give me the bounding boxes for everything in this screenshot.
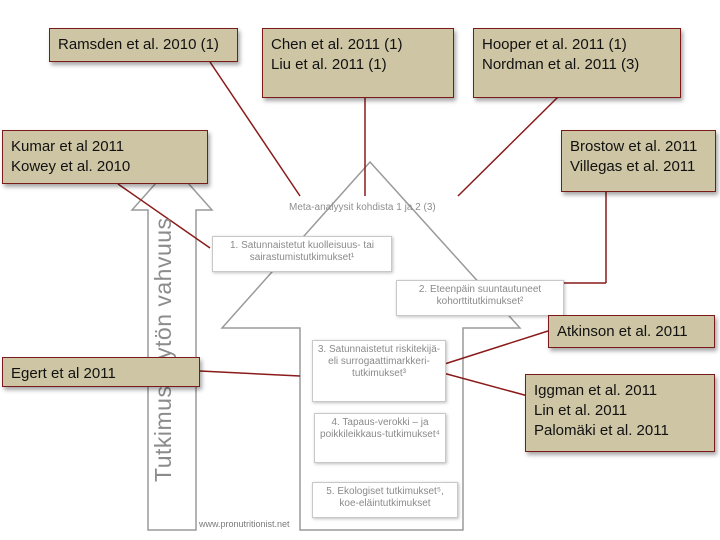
callout-line: Egert et al 2011 — [11, 365, 116, 382]
callout-line: Brostow et al. 2011 — [570, 138, 698, 155]
evidence-strength-axis-label: Tutkimusnäytön vahvuus — [150, 217, 176, 482]
callout-chen-liu: Chen et al. 2011 (1) Liu et al. 2011 (1) — [262, 28, 454, 98]
connector-atkinson — [431, 330, 549, 369]
callout-line: Kumar et al 2011 — [11, 138, 125, 155]
callout-iggman-lin-palomaki: Iggman et al. 2011 Lin et al. 2011 Palom… — [525, 374, 715, 452]
level-3-text: 3. Satunnaistetut riskitekijä- eli surro… — [317, 344, 441, 379]
callout-line: Kowey et al. 2010 — [11, 158, 131, 175]
level-5-box: 5. Ekologiset tutkimukset⁵, koe-eläintut… — [312, 482, 458, 518]
callout-ramsden: Ramsden et al. 2010 (1) — [49, 28, 238, 62]
callout-line: Liu et al. 2011 (1) — [271, 56, 387, 73]
callout-line: Ramsden et al. 2010 (1) — [58, 36, 219, 53]
callout-line: Atkinson et al. 2011 — [557, 323, 688, 340]
callout-line: Chen et al. 2011 (1) — [271, 36, 403, 53]
connector-hooper-nordman — [457, 96, 559, 197]
level-2-box: 2. Eteenpäin suuntautuneet kohorttitutki… — [396, 280, 564, 316]
callout-kumar-kowey: Kumar et al 2011 Kowey et al. 2010 — [2, 130, 208, 184]
callout-line: Villegas et al. 2011 — [570, 158, 696, 175]
callout-line: Palomäki et al. 2011 — [534, 422, 669, 439]
level-5-text: 5. Ekologiset tutkimukset⁵, koe-eläintut… — [326, 486, 444, 509]
meta-analysis-label: Meta-analyysit kohdista 1 ja 2 (3) — [289, 202, 436, 213]
callout-hooper-nordman: Hooper et al. 2011 (1) Nordman et al. 20… — [473, 28, 681, 98]
connector-ramsden — [209, 61, 301, 197]
callout-line: Hooper et al. 2011 (1) — [482, 36, 627, 53]
callout-atkinson: Atkinson et al. 2011 — [548, 315, 715, 348]
callout-brostow-villegas: Brostow et al. 2011 Villegas et al. 2011 — [561, 130, 716, 192]
level-1-box: 1. Satunnaistetut kuolleisuus- tai saira… — [212, 236, 392, 272]
connector-kumar-kowey — [117, 183, 211, 249]
callout-line: Lin et al. 2011 — [534, 402, 628, 419]
level-4-text: 4. Tapaus-verokki – ja poikkileikkaus-tu… — [320, 417, 440, 440]
level-1-text: 1. Satunnaistetut kuolleisuus- tai saira… — [230, 240, 374, 263]
connector-lines — [117, 61, 607, 397]
callout-egert: Egert et al 2011 — [2, 357, 200, 387]
level-2-text: 2. Eteenpäin suuntautuneet kohorttitutki… — [418, 284, 542, 307]
level-4-box: 4. Tapaus-verokki – ja poikkileikkaus-tu… — [314, 413, 446, 463]
callout-line: Nordman et al. 2011 (3) — [482, 56, 640, 73]
strength-arrow — [130, 163, 214, 531]
evidence-house-outline — [220, 160, 522, 531]
callout-line: Iggman et al. 2011 — [534, 382, 658, 399]
connector-egert — [199, 370, 301, 377]
connector-iggman — [431, 369, 529, 397]
source-credit: www.pronutritionist.net — [199, 519, 290, 529]
level-3-box: 3. Satunnaistetut riskitekijä- eli surro… — [312, 340, 446, 402]
